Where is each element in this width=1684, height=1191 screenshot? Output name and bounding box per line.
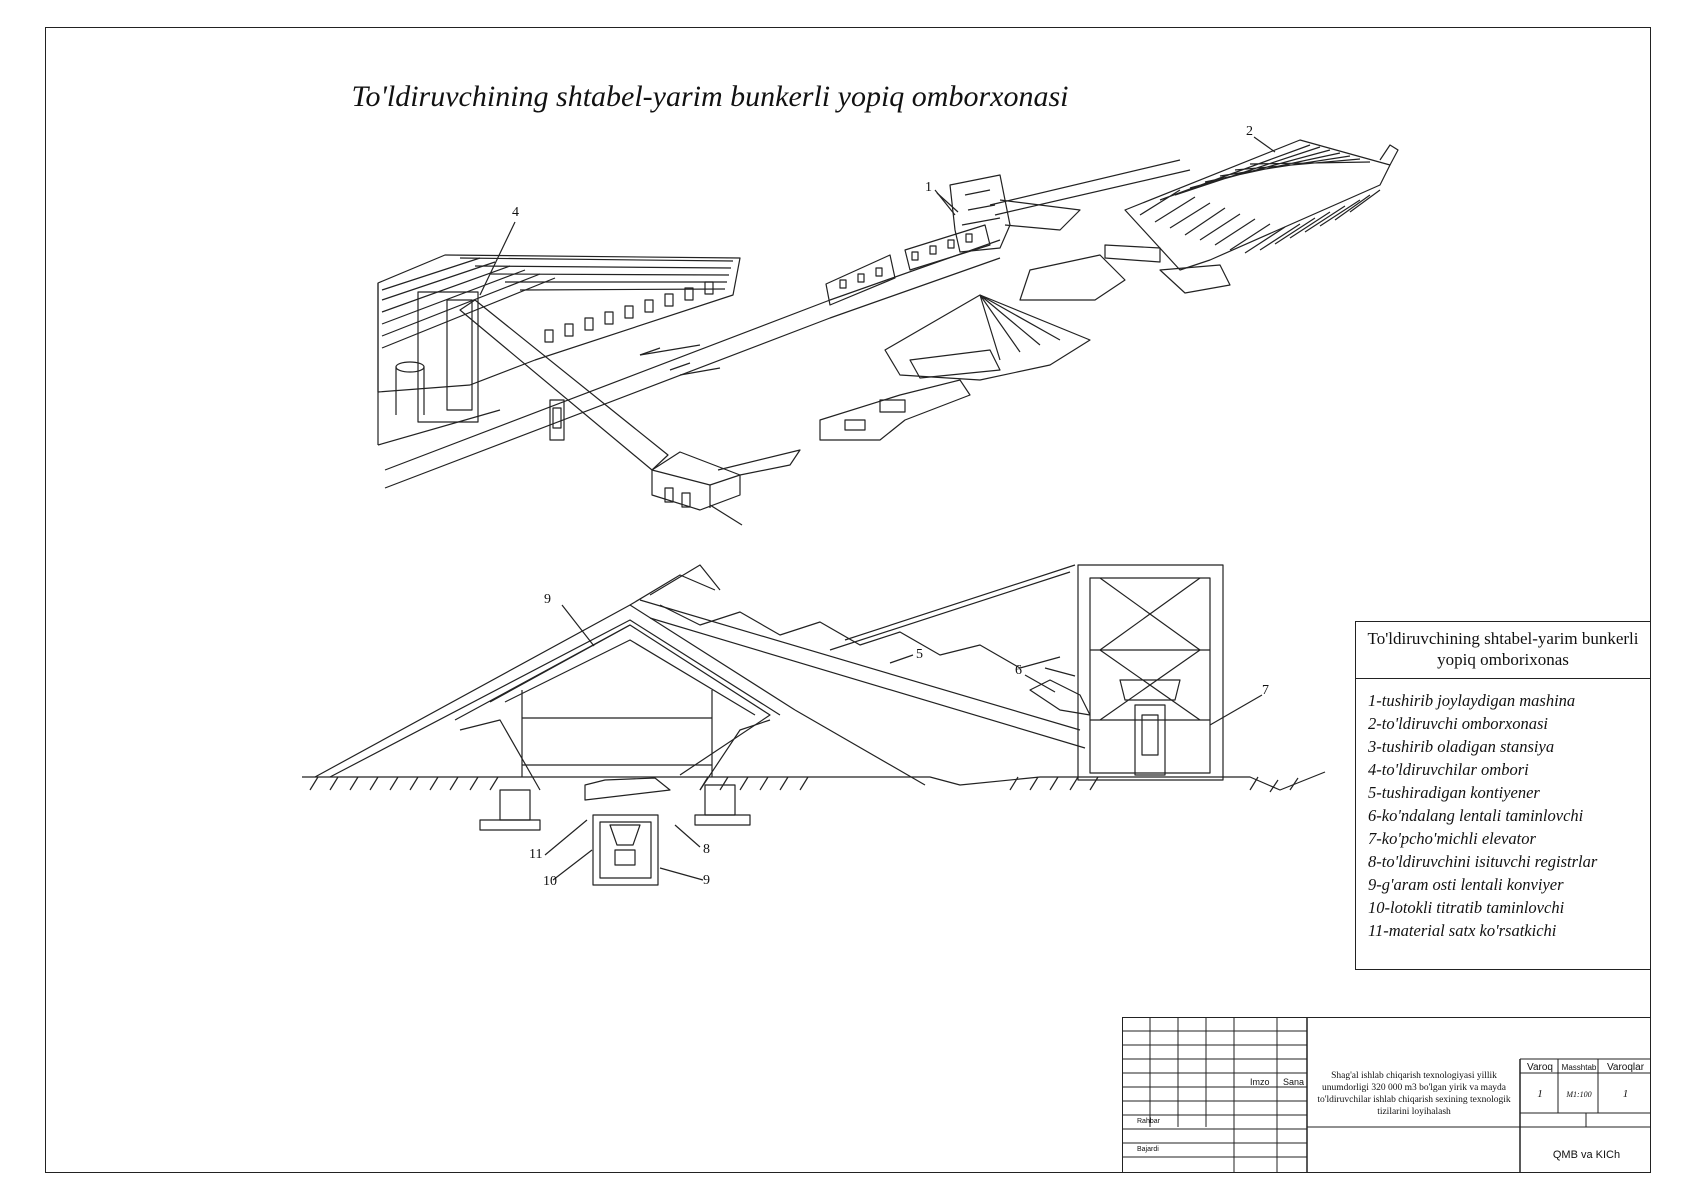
rail-wagons (825, 224, 991, 306)
inclined-conveyor-5 (639, 564, 1086, 749)
unloading-machine (934, 174, 1081, 253)
varoqlar-label: Varoqlar (1606, 1062, 1645, 1073)
legend-item: 10-lotokli titratib taminlovchi (1368, 898, 1565, 917)
callout-10-leader (552, 849, 593, 881)
legend-item: 1-tushirib joylaydigan mashina (1368, 691, 1576, 710)
callout-9-leader (561, 604, 595, 647)
legend-item: 7-ko'pcho'michli elevator (1368, 829, 1536, 848)
callout-6-leader (1024, 674, 1056, 693)
callout-9b: 9 (703, 873, 710, 888)
callout-5: 5 (916, 647, 923, 662)
callout-9: 9 (544, 592, 551, 607)
section-view (302, 564, 1326, 886)
aggregate-warehouse (1124, 139, 1399, 271)
callout-1: 1 (925, 180, 932, 195)
callout-2: 2 (1246, 124, 1253, 139)
aggregate-store-building (377, 254, 741, 446)
legend-item: 11-material satx ko'rsatkichi (1368, 921, 1557, 940)
rahbar-label: Rahbar (1137, 1118, 1160, 1125)
title-block-grid (1121, 1016, 1651, 1173)
stockpile (884, 244, 1231, 381)
stockpile-roof (314, 564, 926, 786)
sana-label: Sana (1283, 1077, 1305, 1087)
callout-4-leader (479, 221, 516, 296)
callout-4: 4 (512, 205, 519, 220)
unloading-house (651, 449, 801, 526)
callout-11-leader (544, 819, 588, 856)
callout-2-leader (1253, 136, 1276, 153)
legend-item: 6-ko'ndalang lentali taminlovchi (1368, 806, 1584, 825)
callout-11: 11 (529, 847, 542, 862)
ground-line (302, 771, 1326, 791)
callout-8-leader (674, 824, 701, 848)
masshtab-value: M1:100 (1566, 1090, 1592, 1099)
foundation-plan (639, 344, 1001, 441)
legend-item: 5-tushiradigan kontiyener (1368, 783, 1540, 802)
callout-1-leader (936, 192, 959, 213)
inner-structure (459, 690, 771, 831)
callout-10: 10 (543, 874, 557, 889)
legend-item: 4-to'ldiruvchilar ombori (1368, 760, 1529, 779)
masshtab-label: Masshtab (1561, 1063, 1597, 1072)
varoq-label: Varoq (1527, 1062, 1553, 1073)
callout-labels: 1 2 4 5 6 7 8 9 9 10 11 (512, 124, 1269, 889)
bucket-elevator-tower (1077, 564, 1224, 781)
legend-item: 3-tushirib oladigan stansiya (1368, 737, 1555, 756)
varoq-value: 1 (1537, 1088, 1543, 1100)
drawing-frame (45, 27, 1651, 1173)
imzo-label: Imzo (1250, 1077, 1270, 1087)
bajardi-label: Bajardi (1137, 1146, 1159, 1153)
cross-belt-feeder (1029, 667, 1091, 716)
varoqlar-value: 1 (1622, 1088, 1629, 1100)
ground-hatch (309, 776, 1299, 793)
legend-item: 9-g'aram osti lentali konviyer (1368, 875, 1564, 894)
legend-box: To'ldiruvchining shtabel-yarim bunkerli … (1355, 621, 1651, 970)
callout-7-leader (1209, 694, 1263, 726)
legend-title: To'ldiruvchining shtabel-yarim bunkerli … (1356, 622, 1650, 679)
drawing-title: To'ldiruvchining shtabel-yarim bunkerli … (351, 80, 1069, 113)
isometric-view (377, 136, 1399, 526)
rails (989, 159, 1191, 216)
callout-8: 8 (703, 842, 710, 857)
legend-item: 2-to'ldiruvchi omborxonasi (1368, 714, 1548, 733)
store-windows (544, 281, 714, 343)
legend-item: 8-to'ldiruvchini isituvchi registrlar (1368, 852, 1598, 871)
title-block: Imzo Sana Rahbar Bajardi Shag'al ishlab … (1121, 1016, 1651, 1173)
callout-6: 6 (1015, 663, 1022, 678)
callout-7: 7 (1262, 683, 1269, 698)
callout-5-leader (889, 654, 914, 664)
organization-code: QMB va KICh (1552, 1149, 1621, 1161)
legend-list: 1-tushirib joylaydigan mashina 2-to'ldir… (1356, 679, 1650, 942)
inclined-conveyor-to-house (459, 299, 669, 471)
project-title: Shag'al ishlab chiqarish texnologiyasi y… (1317, 1071, 1511, 1117)
callout-9b-leader (659, 867, 704, 881)
tunnel-hopper (584, 777, 671, 886)
